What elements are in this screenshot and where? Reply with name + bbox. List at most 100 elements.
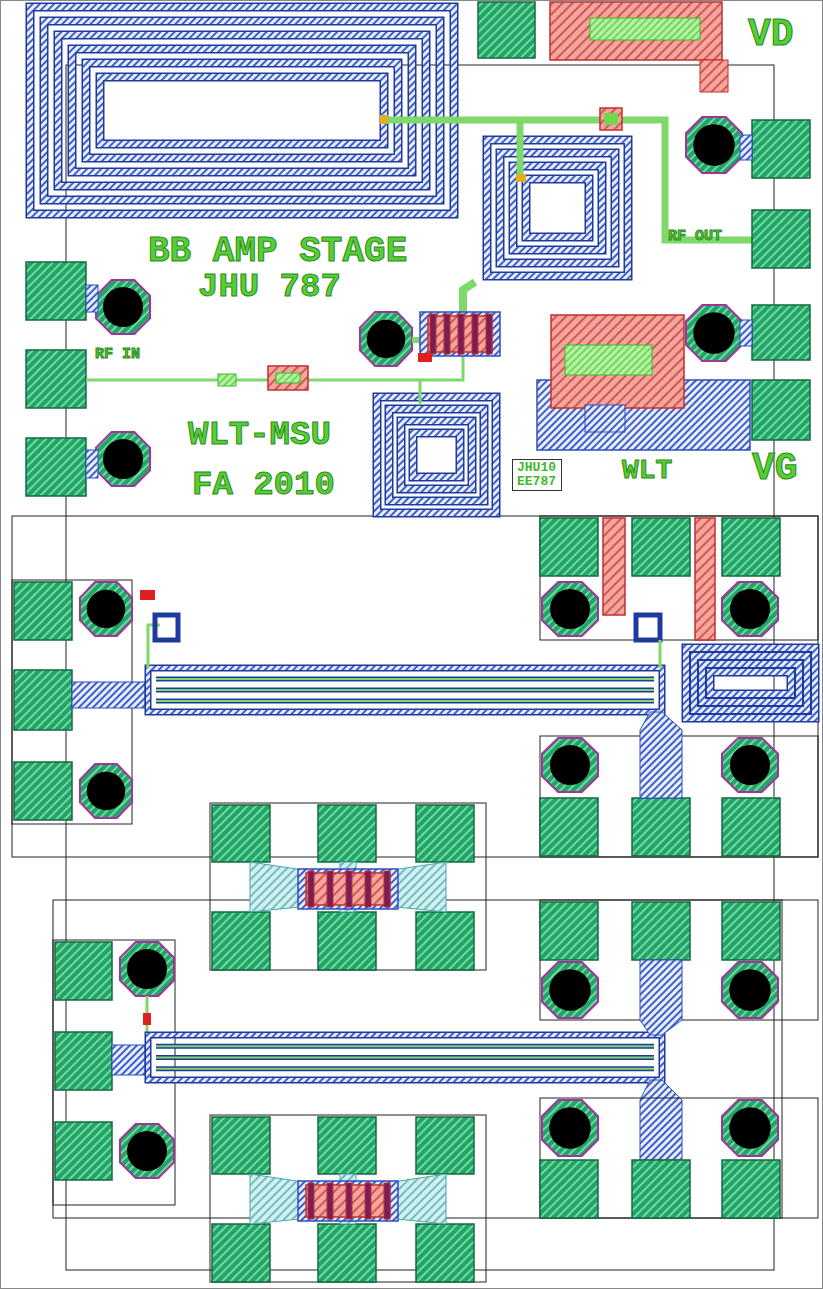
via-hole (693, 312, 734, 353)
via-hole (549, 1107, 590, 1148)
rf-trace (659, 640, 662, 668)
fet-body (298, 1181, 398, 1221)
inductor-turn (702, 664, 799, 702)
via-hole (549, 969, 590, 1010)
gate-finger (486, 314, 492, 354)
probe-pad (540, 902, 598, 960)
inductor-turn (377, 397, 496, 513)
via-hole (730, 589, 770, 629)
mask-id-text: JHU10 (517, 461, 557, 475)
cell-outline (12, 516, 818, 857)
resistor (268, 366, 308, 390)
gate-finger (327, 871, 333, 907)
probe-pad (318, 1117, 376, 1174)
bias-strap (695, 518, 715, 640)
resistor (143, 1013, 151, 1025)
probe-pad (14, 762, 72, 820)
probe-pad (14, 582, 72, 640)
drain-trace (463, 282, 475, 312)
fet-body (298, 869, 398, 909)
probe-pad (752, 210, 810, 268)
probe-pad (55, 1122, 112, 1180)
via-hole (103, 439, 143, 479)
coupler-line (156, 700, 654, 702)
probe-pad (212, 912, 270, 970)
layout-label: WLT-MSU (188, 418, 331, 452)
inductor-turn (513, 166, 602, 250)
resistor (604, 113, 618, 125)
cell-outline (210, 1115, 486, 1282)
coupler-line (156, 1057, 654, 1059)
via-pad (542, 738, 598, 792)
via-hole (729, 1107, 770, 1148)
via-pad (686, 305, 742, 361)
inductor-turn (694, 656, 807, 710)
via-pad (120, 1124, 174, 1178)
probe-pad (318, 1224, 376, 1282)
via-hole (550, 745, 590, 785)
probe-pad (212, 1117, 270, 1174)
inductor-turn (526, 179, 589, 237)
inductor-turn (487, 140, 628, 276)
via-pad (360, 312, 412, 366)
coupler-line (156, 1045, 654, 1047)
bias-strap (603, 518, 625, 615)
via-mark (516, 174, 526, 182)
via-hole (730, 745, 770, 785)
via-pad (542, 582, 598, 636)
via-hole (550, 589, 590, 629)
layout-label: RF OUT (668, 229, 722, 244)
gate-finger (430, 314, 436, 354)
inductor-turn (636, 615, 660, 640)
layout-label: BB AMP STAGE (148, 234, 407, 270)
via-hole (367, 320, 405, 358)
probe-pad (752, 305, 810, 360)
coupler-line (156, 678, 654, 680)
inductor-turn (413, 433, 460, 477)
via-hole (729, 969, 770, 1010)
pad-connect (112, 1045, 145, 1075)
coupler-line (156, 1068, 654, 1070)
probe-pad (26, 438, 86, 496)
coupler-line (148, 668, 662, 712)
probe-pad (632, 798, 690, 856)
pad-connect (740, 320, 752, 346)
via-pad (80, 582, 132, 636)
via-hole (87, 772, 125, 810)
gate-finger (308, 871, 314, 907)
rf-trace (86, 380, 420, 405)
layout-label: WLT (622, 457, 672, 485)
probe-pad (416, 1224, 474, 1282)
inductor-turn (155, 615, 178, 640)
cell-outline (210, 803, 486, 970)
fet-body (420, 312, 500, 356)
pad-connect (86, 450, 98, 478)
gate-finger (472, 314, 478, 354)
cell-outline (540, 1098, 818, 1218)
inductor-turn (694, 656, 807, 710)
probe-pad (722, 518, 780, 576)
via-hole (127, 1131, 167, 1171)
probe-pad (478, 2, 535, 58)
resistor (276, 373, 300, 383)
layout-label: VG (752, 450, 798, 488)
inductor-turn (710, 672, 791, 694)
gate-finger (384, 871, 390, 907)
via-pad (722, 582, 778, 636)
inductor-turn (686, 648, 815, 718)
capacitor-top (565, 345, 652, 375)
probe-pad (722, 1160, 780, 1218)
pad-connect (640, 712, 682, 798)
inductor-turn (710, 672, 791, 694)
inductor-turn (413, 433, 460, 477)
inductor-turn (686, 648, 815, 718)
via-mark (380, 115, 388, 124)
coupler-line (148, 1035, 662, 1080)
probe-pad (722, 902, 780, 960)
probe-pad (416, 805, 474, 862)
via-pad (722, 1100, 778, 1156)
gate-finger (346, 1183, 352, 1219)
